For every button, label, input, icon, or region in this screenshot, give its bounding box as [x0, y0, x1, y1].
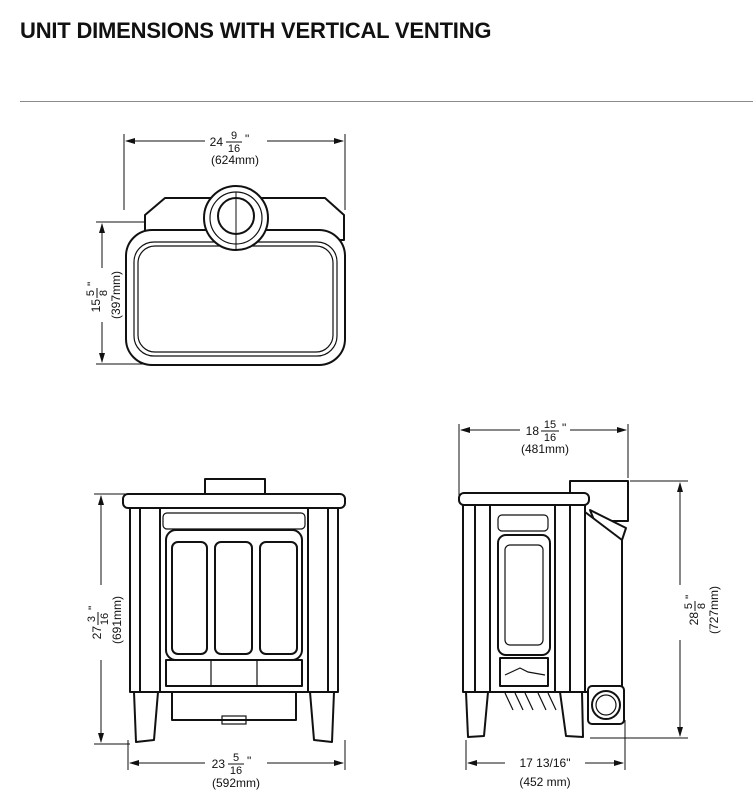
front-height-label: 27 3 16 " (691mm): [86, 596, 124, 644]
side-view: 18 15 16 " (481mm) 28 5 8 " (727mm) 17 1…: [458, 419, 721, 789]
svg-text:": ": [86, 606, 100, 610]
divider: [20, 101, 753, 102]
svg-text:": ": [562, 421, 566, 435]
svg-text:": ": [85, 282, 99, 286]
side-leg-depth-metric: (452 mm): [519, 775, 570, 789]
svg-text:15: 15: [89, 299, 103, 313]
svg-text:16: 16: [228, 143, 240, 155]
svg-text:28: 28: [687, 612, 701, 626]
svg-text:": ": [247, 754, 251, 768]
top-depth-label: 15 5 8 " (397mm): [85, 271, 123, 319]
svg-text:9: 9: [231, 130, 237, 142]
side-depth-label: 18 15 16 " (481mm): [521, 419, 569, 456]
svg-text:(624mm): (624mm): [211, 153, 259, 167]
svg-text:16: 16: [230, 765, 242, 777]
svg-text:": ": [683, 595, 697, 599]
svg-text:15: 15: [544, 419, 556, 431]
front-view: 27 3 16 " (691mm) 23 5 16 " (592mm): [86, 478, 346, 790]
front-width-label: 23 5 16 " (592mm): [212, 752, 260, 790]
svg-text:5: 5: [85, 290, 97, 296]
side-leg-depth-label: 17 13/16": [520, 756, 571, 770]
svg-text:(481mm): (481mm): [521, 442, 569, 456]
svg-text:5: 5: [233, 752, 239, 764]
svg-text:24: 24: [210, 135, 224, 149]
svg-text:(592mm): (592mm): [212, 776, 260, 790]
svg-text:5: 5: [683, 603, 695, 609]
svg-text:23: 23: [212, 757, 226, 771]
svg-text:(397mm): (397mm): [109, 271, 123, 319]
svg-text:": ": [245, 132, 249, 146]
svg-text:8: 8: [98, 290, 110, 296]
page-title: UNIT DIMENSIONS WITH VERTICAL VENTING: [20, 18, 492, 43]
top-view: 24 9 16 " (624mm) 15 5 8 " (397mm): [85, 130, 346, 366]
svg-text:16: 16: [99, 613, 111, 625]
top-width-label: 24 9 16 " (624mm): [210, 130, 259, 167]
svg-text:8: 8: [696, 603, 708, 609]
svg-text:(691mm): (691mm): [110, 596, 124, 644]
side-height-label: 28 5 8 " (727mm): [683, 586, 721, 634]
svg-text:27: 27: [90, 626, 104, 640]
svg-text:3: 3: [86, 616, 98, 622]
svg-text:(727mm): (727mm): [707, 586, 721, 634]
svg-text:18: 18: [526, 424, 540, 438]
svg-text:16: 16: [544, 432, 556, 444]
